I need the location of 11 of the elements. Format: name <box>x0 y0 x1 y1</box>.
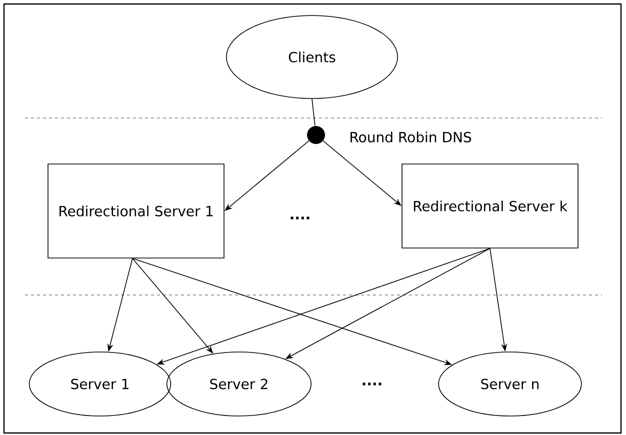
node-caption: Round Robin DNS <box>350 132 472 142</box>
server-box: Redirectional Server k <box>402 164 578 248</box>
ellipse-node: Server 1 <box>28 352 172 416</box>
connector-line <box>312 98 316 126</box>
ellipse-node: Server 2 <box>166 352 312 416</box>
ellipse-node: Clients <box>226 15 398 99</box>
ellipsis-label: .... <box>362 382 382 386</box>
server-box: Redirectional Server 1 <box>48 164 224 258</box>
ellipse-node: Server n <box>438 352 582 416</box>
ellipsis-label: .... <box>290 216 310 220</box>
junction-dot <box>307 126 325 144</box>
